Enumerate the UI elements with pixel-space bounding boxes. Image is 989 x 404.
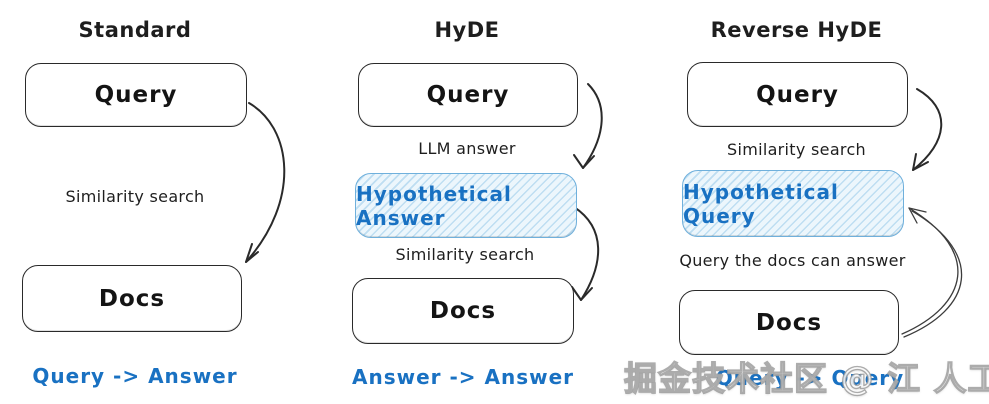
reverse-hyde-docs-to-hypoquery-arrow [901,207,963,338]
hyde-docs-label: Docs [429,298,497,324]
column-title-standard: Standard [78,18,192,42]
reverse-hyde-hypothetical-query-label: Hypothetical Query [683,179,839,228]
hyde-result-text: Answer -> Answer [352,365,575,389]
standard-query-label: Query [94,82,178,108]
hyde-llm-answer-label: LLM answer [418,139,516,158]
standard-similarity-search-label: Similarity search [65,187,205,206]
reverse-hyde-similarity-search-label: Similarity search [727,140,866,159]
hyde-hypothetical-answer-box: Hypothetical Answer [355,173,577,238]
reverse-hyde-result-text: Query -> Query [715,366,905,390]
column-title-reverse-hyde: Reverse HyDE [710,18,883,42]
standard-similarity-arrow [245,102,286,263]
hyde-similarity-search-label: Similarity search [395,245,535,264]
hyde-docs-box: Docs [352,278,574,344]
standard-result-text: Query -> Answer [32,364,238,388]
hyde-query-label: Query [426,82,510,108]
hyde-hypothetical-answer-label: Hypothetical Answer [356,181,512,230]
reverse-hyde-docs-box: Docs [679,290,899,355]
reverse-hyde-query-box: Query [687,62,908,127]
reverse-hyde-query-docs-answer-label: Query the docs can answer [679,251,906,270]
hyde-llm-answer-arrow [573,83,603,169]
column-title-hyde: HyDE [434,18,500,42]
reverse-hyde-hypothetical-query-box: Hypothetical Query [682,170,904,237]
standard-docs-label: Docs [98,285,166,312]
reverse-hyde-similarity-arrow [912,88,943,171]
reverse-hyde-query-label: Query [756,81,839,108]
hyde-query-box: Query [358,63,578,127]
hyde-similarity-arrow [571,206,600,301]
standard-query-box: Query [25,63,247,127]
standard-docs-box: Docs [22,265,242,332]
juejin-watermark: 掘金技术社区 @ 江 人工智能 [623,358,989,398]
reverse-hyde-docs-label: Docs [755,309,823,336]
